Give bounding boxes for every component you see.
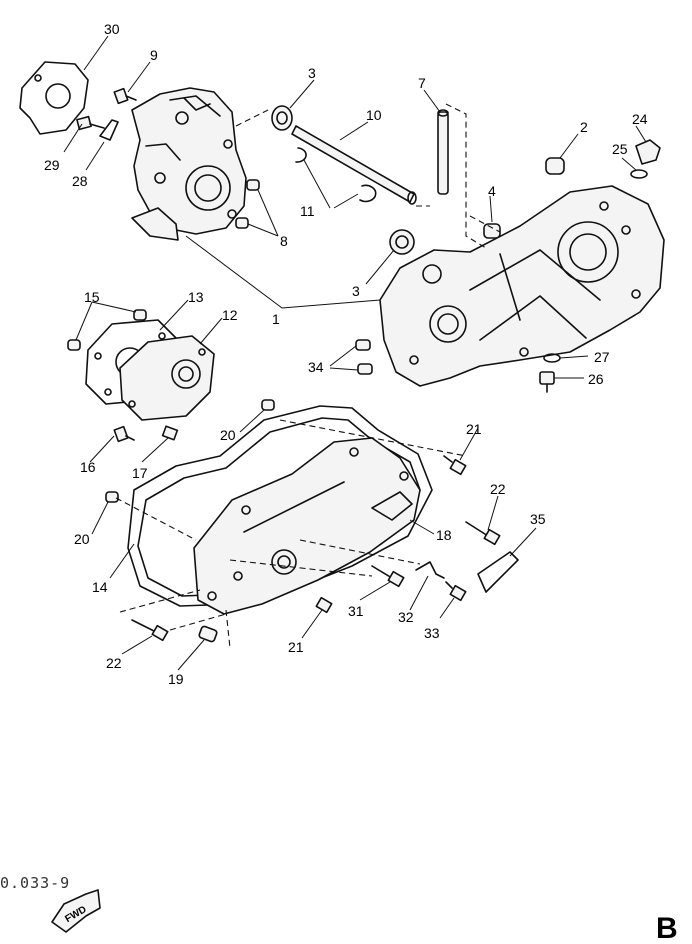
part-22-bolt-left bbox=[131, 619, 169, 642]
part-22-bolt-right bbox=[465, 521, 501, 546]
label-24: 24 bbox=[632, 111, 648, 127]
left-crankcase bbox=[131, 87, 247, 241]
leader-lines bbox=[63, 35, 647, 671]
part-4-seal bbox=[483, 223, 501, 239]
part-26-drain-bolt bbox=[539, 371, 555, 393]
part-20-dowels bbox=[105, 399, 275, 503]
diagram-code: 0.033-9 bbox=[0, 874, 70, 892]
part-12-cover bbox=[119, 335, 215, 421]
label-2: 2 bbox=[580, 119, 588, 135]
part-3-bearing-mid bbox=[389, 229, 415, 255]
label-3-top: 3 bbox=[308, 65, 316, 81]
label-1: 1 bbox=[272, 311, 280, 327]
part-35-label bbox=[477, 551, 519, 593]
label-8: 8 bbox=[280, 233, 288, 249]
part-16-bolt bbox=[113, 425, 135, 443]
label-15: 15 bbox=[84, 289, 100, 305]
part-34-dowels bbox=[355, 339, 373, 375]
assembly-lines bbox=[115, 103, 501, 649]
fwd-arrow-icon: FWD bbox=[51, 889, 101, 933]
label-35: 35 bbox=[530, 511, 546, 527]
label-27: 27 bbox=[594, 349, 610, 365]
label-4: 4 bbox=[488, 183, 496, 199]
label-20-left: 20 bbox=[74, 531, 90, 547]
part-3-bearing-top bbox=[271, 105, 293, 131]
label-12: 12 bbox=[222, 307, 238, 323]
label-18: 18 bbox=[436, 527, 452, 543]
label-25: 25 bbox=[612, 141, 628, 157]
part-33-bolt bbox=[445, 581, 467, 602]
label-17: 17 bbox=[132, 465, 148, 481]
label-22-right: 22 bbox=[490, 481, 506, 497]
label-22-left: 22 bbox=[106, 655, 122, 671]
part-8-dowels bbox=[235, 179, 260, 229]
part-11-circlips bbox=[295, 147, 377, 203]
label-21-top: 21 bbox=[466, 421, 482, 437]
right-crankcase bbox=[379, 185, 665, 387]
part-17-bolt bbox=[161, 425, 179, 441]
label-26: 26 bbox=[588, 371, 604, 387]
label-31: 31 bbox=[348, 603, 364, 619]
label-3-mid: 3 bbox=[352, 283, 360, 299]
label-21-bottom: 21 bbox=[288, 639, 304, 655]
part-9-bolt bbox=[113, 87, 137, 105]
part-29-bolt bbox=[76, 115, 105, 131]
label-19: 19 bbox=[168, 671, 184, 687]
label-10: 10 bbox=[366, 107, 382, 123]
part-2-bushing bbox=[545, 157, 565, 175]
part-7-pin bbox=[437, 109, 449, 195]
label-28: 28 bbox=[72, 173, 88, 189]
label-9: 9 bbox=[150, 47, 158, 63]
part-10-shaft bbox=[291, 125, 417, 205]
part-19-dowel bbox=[198, 625, 218, 643]
part-28-clip bbox=[99, 119, 119, 141]
label-13: 13 bbox=[188, 289, 204, 305]
part-31-bolt bbox=[371, 565, 405, 588]
label-29: 29 bbox=[44, 157, 60, 173]
page-letter: B bbox=[656, 912, 678, 944]
label-14: 14 bbox=[92, 579, 108, 595]
label-32: 32 bbox=[398, 609, 414, 625]
label-33: 33 bbox=[424, 625, 440, 641]
label-34: 34 bbox=[308, 359, 324, 375]
part-15-dowels bbox=[67, 309, 147, 351]
part-30-gasket bbox=[19, 61, 89, 135]
part-25-oring bbox=[630, 169, 648, 179]
label-30: 30 bbox=[104, 21, 120, 37]
part-24-cap bbox=[635, 139, 661, 165]
part-21-bolt-top bbox=[443, 455, 467, 476]
label-11: 11 bbox=[300, 203, 315, 219]
part-18-cover bbox=[193, 437, 421, 615]
part-21-bolt-bottom bbox=[315, 596, 333, 614]
part-32-clamp bbox=[415, 561, 445, 579]
label-16: 16 bbox=[80, 459, 96, 475]
label-20-top: 20 bbox=[220, 427, 236, 443]
part-number-labels: 30 9 29 28 3 10 7 2 24 25 4 11 8 3 1 15 … bbox=[44, 21, 648, 687]
label-7: 7 bbox=[418, 75, 426, 91]
